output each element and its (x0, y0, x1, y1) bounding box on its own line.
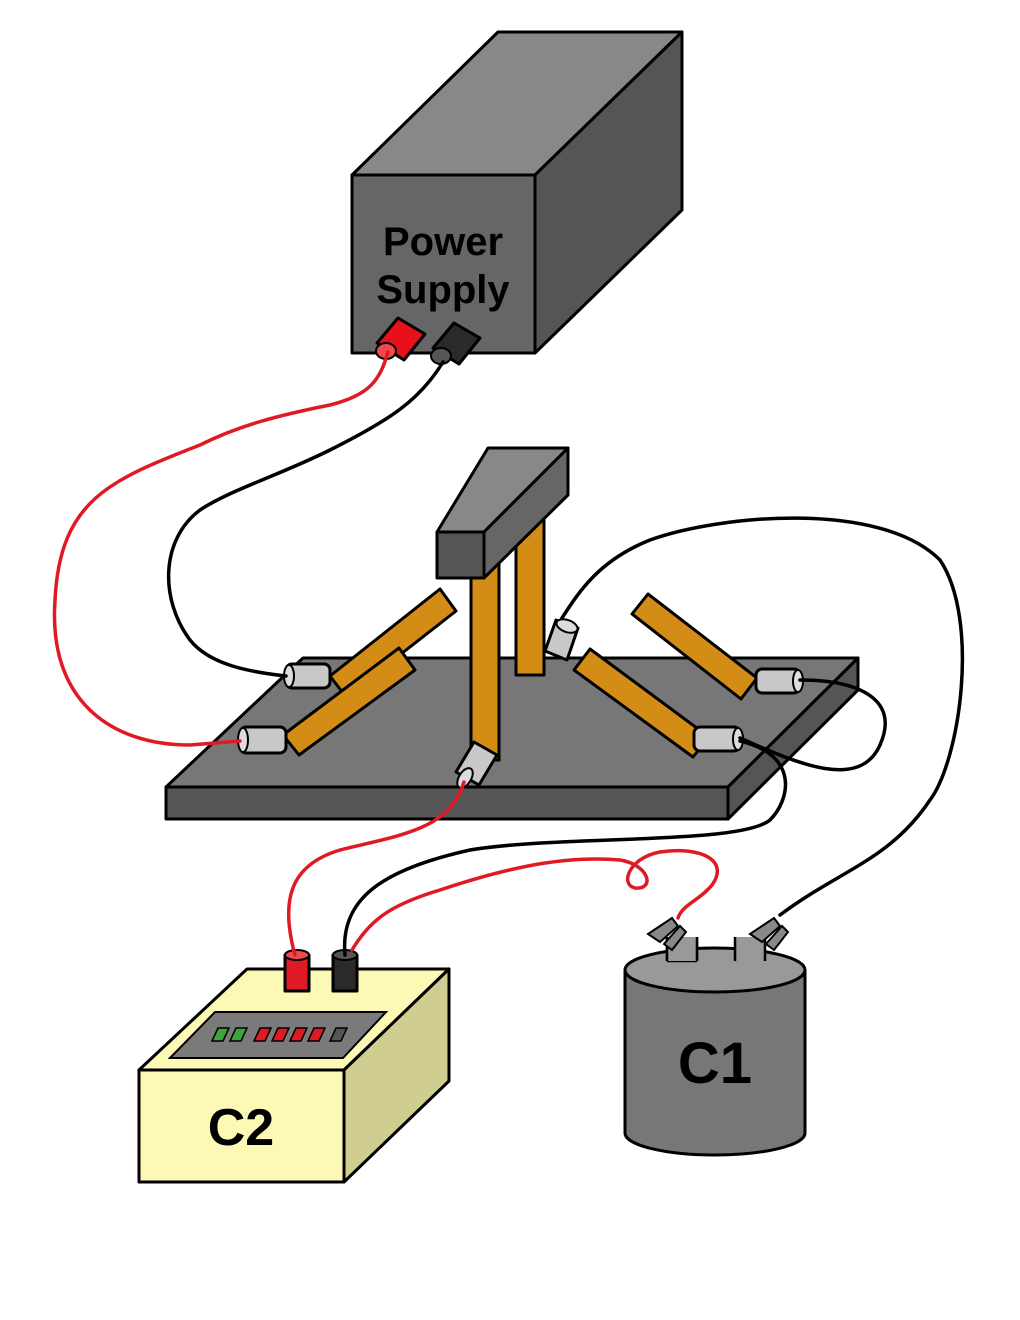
front-post (469, 558, 501, 762)
power-supply: Power Supply (350, 30, 684, 366)
c2-label: C2 (208, 1099, 274, 1157)
c2-led-bar (210, 1027, 349, 1042)
connector-left-front[interactable] (237, 725, 288, 755)
c2-led-segment (306, 1027, 327, 1042)
wire-red-c2-to-c1 (350, 848, 720, 952)
fixture (164, 446, 860, 821)
strip-left-front (281, 646, 417, 757)
c2-led-segment (328, 1027, 349, 1042)
wires (52, 350, 965, 957)
connector-right-back[interactable] (754, 667, 804, 695)
c1-body (623, 970, 807, 1157)
c1-top (623, 946, 807, 994)
connector-center-back[interactable] (543, 617, 580, 662)
c2-positive-terminal[interactable] (283, 949, 311, 993)
c2-led-segment (252, 1027, 273, 1042)
power-supply-front (350, 173, 537, 355)
device-c2: C2 (137, 949, 451, 1184)
connector-left-back[interactable] (283, 662, 332, 690)
fixture-base-front (164, 785, 730, 821)
clip-left-icon[interactable] (646, 916, 688, 952)
wire-red-supply-to-fixture (52, 350, 390, 747)
c2-front (137, 1068, 346, 1184)
connector-center-front[interactable] (454, 740, 499, 791)
wire-black-fixture-to-c2 (342, 739, 788, 957)
device-c1: C1 (623, 916, 807, 1157)
power-supply-label-line2: Supply (376, 268, 510, 312)
wire-black-fixture-to-c1 (560, 516, 965, 917)
connector-right-front[interactable] (692, 725, 744, 753)
wire-red-fixture-to-c2 (286, 780, 466, 957)
c2-led-segment (288, 1027, 309, 1042)
power-supply-positive-terminal[interactable] (375, 316, 427, 362)
clip-right-icon[interactable] (748, 916, 790, 952)
c2-led-segment (228, 1027, 249, 1042)
c1-label: C1 (678, 1031, 752, 1096)
wire-black-fixture-loop (738, 678, 887, 772)
power-supply-label-line1: Power (383, 220, 503, 264)
wire-black-supply-to-fixture (166, 360, 445, 678)
top-bar (435, 446, 570, 580)
c2-led-segment (210, 1027, 231, 1042)
c2-led-segment (270, 1027, 291, 1042)
c1-terminal-right[interactable] (733, 937, 767, 961)
